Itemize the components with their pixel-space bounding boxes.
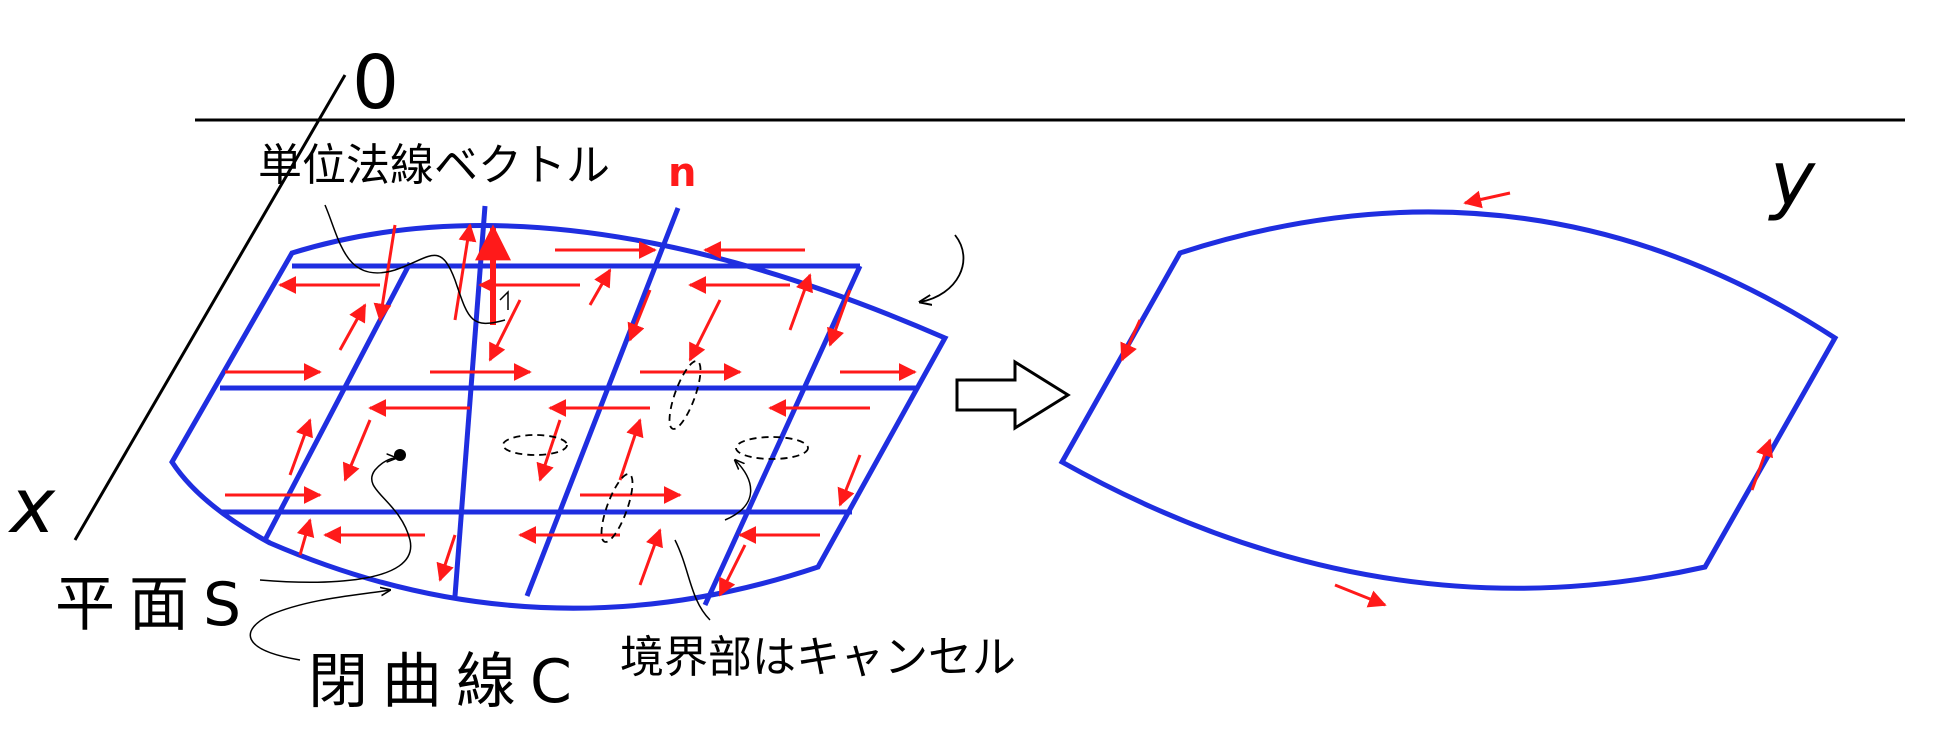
- arrow: [296, 518, 315, 556]
- arrow: [638, 528, 663, 586]
- circulation-arrows: [225, 223, 917, 597]
- normal-tick: [499, 290, 509, 310]
- transform-arrow-icon: [955, 359, 1071, 431]
- arrow: [618, 418, 644, 481]
- arrow: [588, 268, 612, 306]
- boundary-arrow: [1750, 438, 1773, 491]
- boundary-cancel-leader-2: [724, 460, 752, 521]
- arrow: [436, 534, 457, 582]
- boundary-arrow: [1334, 583, 1387, 608]
- normal-leader-line: [324, 204, 506, 325]
- grid-col-1: [262, 261, 413, 542]
- closed-curve-label: 閉曲線C: [308, 647, 586, 717]
- y-axis-label: y: [1768, 134, 1816, 223]
- arrow: [488, 299, 522, 362]
- x-axis-line: [73, 74, 347, 541]
- boundary-arrow: [1463, 190, 1511, 209]
- normal-symbol: n: [668, 150, 696, 196]
- arrow: [342, 419, 372, 482]
- normal-vector-label: 単位法線ベクトル: [258, 140, 610, 191]
- boundary-cancel-label: 境界部はキャンセル: [620, 632, 1016, 683]
- surface-label: 平面S: [55, 570, 255, 640]
- grid-col-4: [702, 264, 863, 607]
- grid-col-3: [524, 207, 681, 597]
- arrow: [688, 299, 722, 362]
- arrow: [338, 303, 367, 351]
- coordinate-axes: 0 x y: [8, 40, 1905, 550]
- cancellation-marks: [502, 360, 809, 543]
- surface-outline: [169, 223, 949, 611]
- arrow: [288, 418, 313, 476]
- boundary-pointer: [920, 234, 965, 302]
- boundary-cancel-leader: [674, 539, 711, 621]
- x-axis-label: x: [8, 461, 56, 550]
- origin-label: 0: [352, 40, 399, 126]
- arrow: [837, 454, 862, 507]
- surface-grid: [169, 205, 949, 611]
- arrow: [627, 289, 652, 342]
- arrow: [453, 223, 477, 321]
- surface-point: [259, 449, 412, 583]
- normal-vector: n 単位法線ベクトル: [258, 140, 696, 325]
- arrow: [718, 544, 747, 597]
- arrow: [788, 273, 813, 331]
- boundary-curve: [1058, 190, 1839, 608]
- closed-curve-leader: [249, 590, 390, 661]
- boundary-arrow: [1120, 319, 1142, 362]
- arrow: [536, 419, 562, 482]
- grid-col-2: [452, 205, 488, 597]
- arrow: [827, 289, 852, 347]
